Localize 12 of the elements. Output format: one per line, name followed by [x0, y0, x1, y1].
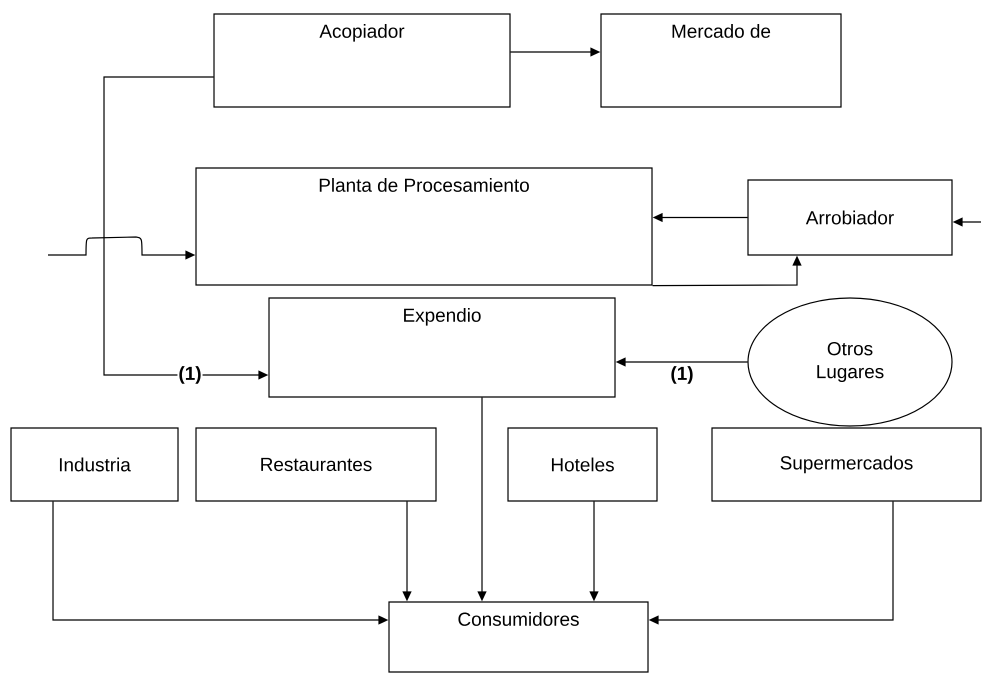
edge-label: (1)	[177, 365, 203, 385]
process-box: Acopiador	[213, 13, 511, 108]
process-box: Expendio	[268, 297, 616, 398]
process-box: Supermercados	[711, 427, 982, 502]
process-box: Planta de Procesamiento	[195, 167, 653, 286]
edge-label: (1)	[669, 365, 695, 385]
process-box: Hoteles	[507, 427, 658, 502]
process-box: Arrobiador	[747, 179, 953, 256]
process-box: Industria	[10, 427, 179, 502]
process-box: Consumidores	[388, 601, 649, 673]
process-box: Mercado de	[600, 13, 842, 108]
process-box: Restaurantes	[195, 427, 437, 502]
